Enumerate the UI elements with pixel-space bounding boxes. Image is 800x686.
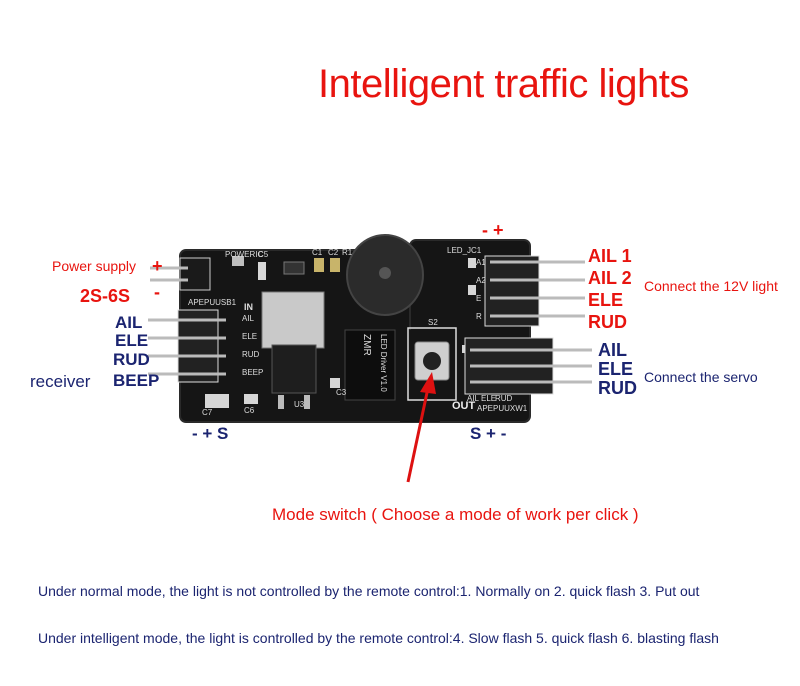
page-title: Intelligent traffic lights (318, 62, 689, 106)
normal-mode-note: Under normal mode, the light is not cont… (38, 583, 700, 599)
light-ail1: AIL 1 (588, 246, 632, 266)
connect-light-label: Connect the 12V light (644, 278, 778, 294)
light-header (484, 255, 540, 327)
light-ail2: AIL 2 (588, 268, 632, 288)
silk-input-ele: ELE (242, 332, 258, 341)
light-rud: RUD (588, 312, 627, 332)
receiver-label: receiver (30, 372, 91, 391)
silk-chip-brand: ZMR (361, 334, 372, 356)
silk-led: LED_JC1 (447, 246, 482, 255)
silk-c7: C7 (202, 408, 213, 417)
silk-output-ail: AIL (467, 394, 480, 403)
silk-a1: A1 (476, 258, 486, 267)
silk-c6: C6 (244, 406, 255, 415)
servo-ele: ELE (598, 359, 634, 379)
input-beep: BEEP (113, 371, 160, 390)
connect-servo-label: Connect the servo (644, 369, 758, 385)
silk-input-beep: BEEP (242, 368, 264, 377)
silk-switch: S2 (428, 318, 438, 327)
light-ele: ELE (588, 290, 624, 310)
mode-switch-caption: Mode switch ( Choose a mode of work per … (272, 505, 639, 524)
power-minus: - (154, 282, 160, 302)
servo-ail: AIL (598, 340, 627, 360)
servo-rud: RUD (598, 378, 637, 398)
voltage-regulator (261, 291, 325, 349)
input-rud: RUD (113, 350, 150, 369)
silk-c5: C5 (258, 250, 269, 259)
silk-input-rud: RUD (242, 350, 260, 359)
input-ele: ELE (115, 331, 149, 350)
silk-a2: A2 (476, 276, 486, 285)
silk-chip-model: LED Driver V1.0 (379, 334, 388, 392)
mode-switch-frame (407, 327, 457, 401)
silk-r1: R1 (342, 248, 353, 257)
silk-in: IN (244, 302, 253, 312)
silk-output-rud: RUD (495, 394, 513, 403)
input-polarity: - + S (192, 424, 229, 443)
power-supply-label: Power supply (52, 258, 137, 274)
mode-switch-arrow (406, 387, 430, 483)
silk-u3: U3 (294, 400, 305, 409)
silk-c2: C2 (328, 248, 339, 257)
voltage-label: 2S-6S (80, 286, 131, 306)
silk-label-out: APEPUUXW1 (477, 404, 528, 413)
light-polarity: - + (482, 220, 504, 240)
silk-e: E (476, 294, 482, 303)
output-polarity: S + - (470, 424, 507, 443)
silk-input-ail: AIL (242, 314, 255, 323)
silk-r: R (476, 312, 482, 321)
silk-label-in: APEPUUSB1 (188, 298, 237, 307)
intelligent-mode-note: Under intelligent mode, the light is con… (38, 630, 719, 646)
input-ail: AIL (115, 313, 143, 332)
silk-output-ele: ELE (481, 394, 497, 403)
silk-out: OUT (452, 400, 476, 412)
silk-c3: C3 (336, 388, 347, 397)
input-header (177, 309, 219, 383)
led-driver-chip (344, 329, 396, 401)
silk-power: POWERIC (225, 250, 264, 259)
power-plus: + (152, 256, 163, 276)
power-connector (179, 257, 211, 291)
silk-c1: C1 (312, 248, 323, 257)
